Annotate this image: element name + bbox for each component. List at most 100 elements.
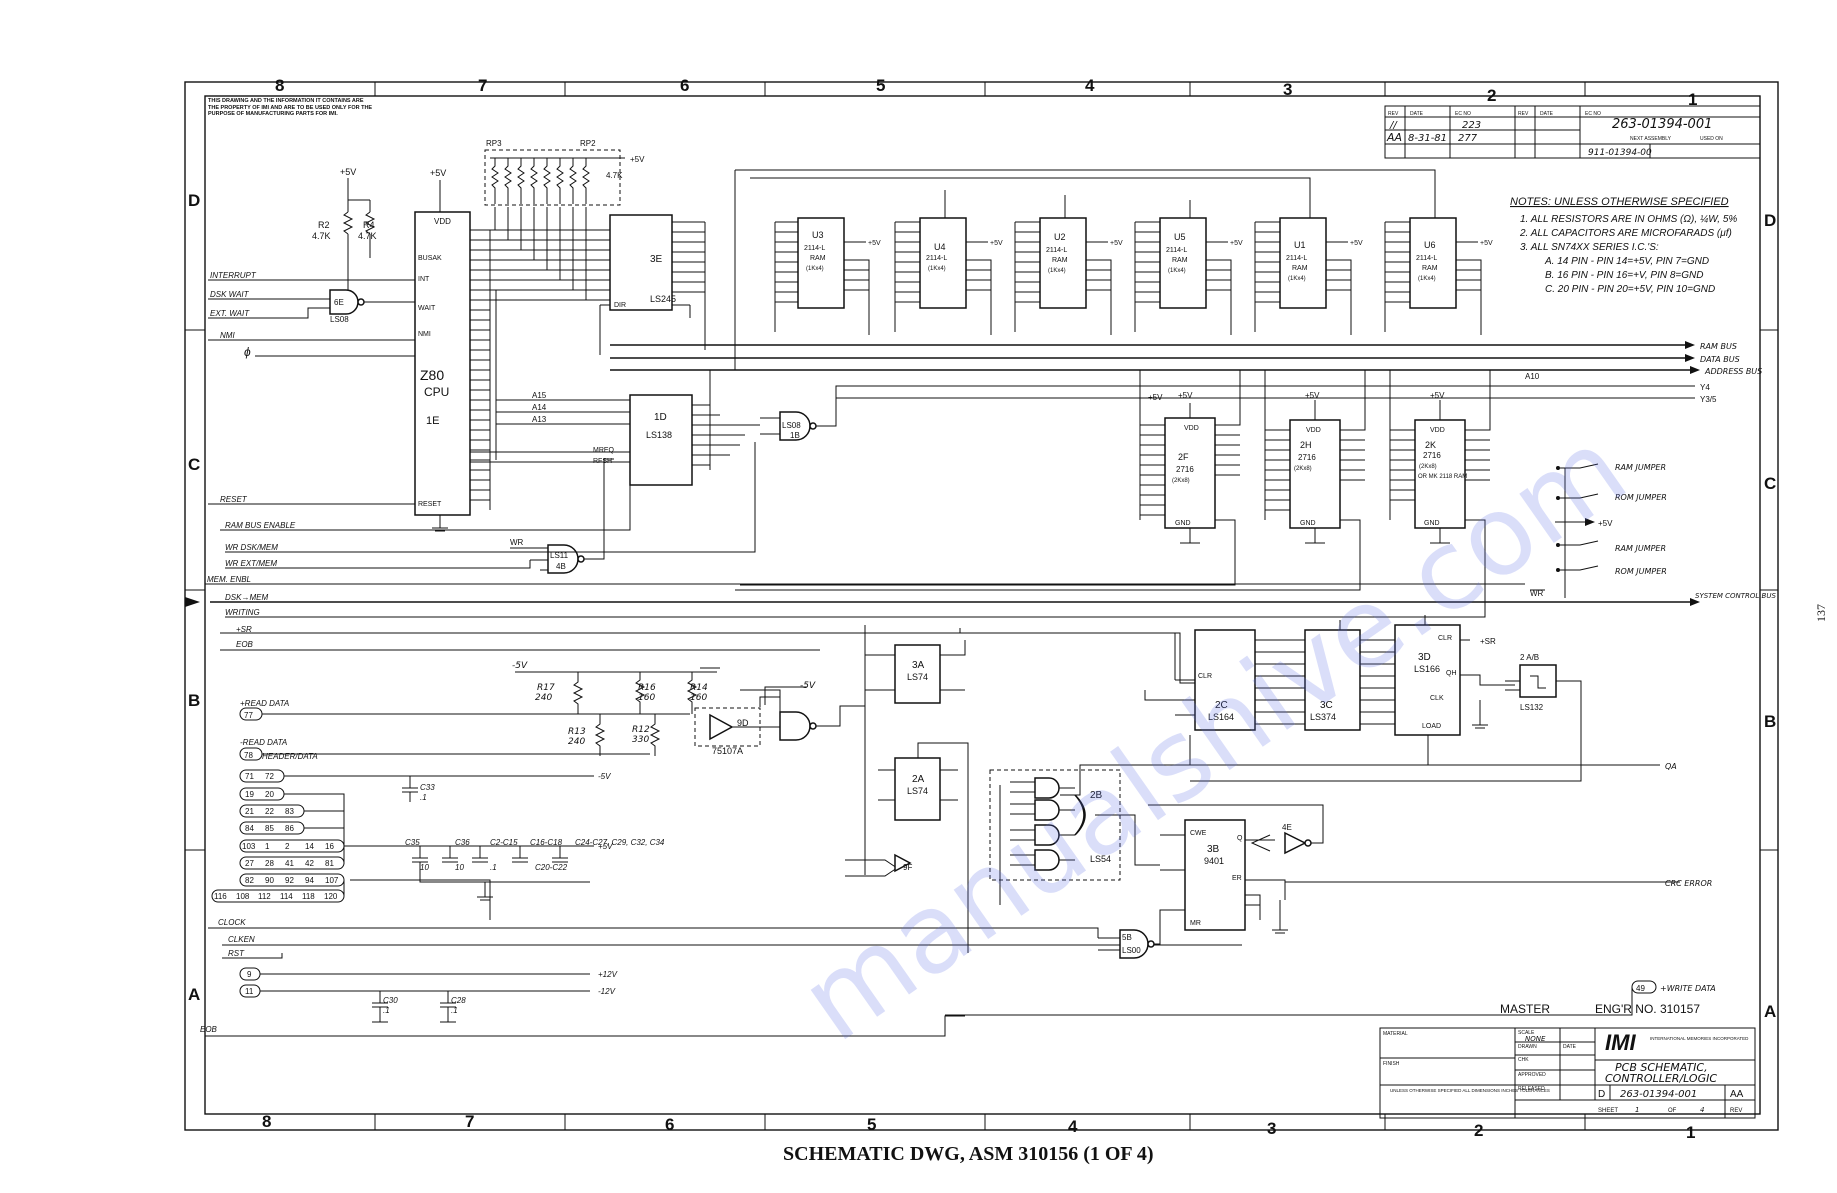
- zone-top-6: 6: [680, 76, 689, 95]
- sig-eob: EOB: [236, 640, 254, 649]
- ram-bank: U3 2114-L RAM (1Kx4) U4 2114-L (1Kx4) U2…: [734, 169, 1493, 370]
- tb-title-2: CONTROLLER/LOGIC: [1605, 1072, 1717, 1085]
- ls132-name: LS132: [1520, 703, 1544, 712]
- sig-phi: ϕ: [244, 345, 251, 359]
- svg-text:DIR: DIR: [614, 302, 626, 309]
- gate-4b-ls11: LS11 4B WR: [510, 458, 614, 574]
- power-connectors: 71 72 19 20 21 22 83 84 85 86 103 1 2 14…: [211, 769, 665, 1023]
- sig-reset: RESET: [220, 495, 248, 504]
- svg-text:(2Kx8): (2Kx8): [1419, 464, 1437, 470]
- rev-header-date2: DATE: [1540, 111, 1554, 117]
- svg-text:(2Kx8): (2Kx8): [1294, 466, 1312, 472]
- rev-next-assembly-label: NEXT ASSEMBLY: [1630, 136, 1672, 142]
- svg-text:U6: U6: [1424, 240, 1436, 250]
- svg-text:16: 16: [325, 842, 334, 851]
- ls00-loc: 5B: [1122, 933, 1132, 942]
- svg-text:14: 14: [305, 842, 314, 851]
- svg-text:+5V: +5V: [1230, 240, 1243, 247]
- ls166-name: LS166: [1414, 664, 1440, 674]
- tb-sheet-value: 1: [1635, 1106, 1639, 1114]
- ls08-1b-name: LS08: [782, 421, 801, 430]
- svg-text:10: 10: [455, 863, 464, 872]
- tb-drawn-label: DRAWN: [1518, 1044, 1537, 1050]
- svg-text:C2-C15: C2-C15: [490, 838, 518, 847]
- sig-ext-wait: EXT. WAIT: [210, 309, 250, 318]
- sig-minus-read-data: -READ DATA: [240, 738, 287, 747]
- svg-text:(1Kx4): (1Kx4): [1288, 276, 1306, 282]
- drawing-caption: SCHEMATIC DWG, ASM 310156 (1 OF 4): [783, 1143, 1154, 1165]
- svg-text:C24-C27, C29, C32, C34: C24-C27, C29, C32, C34: [575, 838, 665, 847]
- a10-label: A10: [1525, 372, 1540, 381]
- svg-text:OR MK 2118 RAM: OR MK 2118 RAM: [1418, 474, 1467, 480]
- svg-text:72: 72: [265, 772, 274, 781]
- rev-row2-ec: 277: [1458, 133, 1478, 144]
- zone-bottom-1: 1: [1686, 1123, 1695, 1142]
- svg-text:28: 28: [265, 859, 274, 868]
- rev-header-ecno: EC NO: [1455, 111, 1471, 117]
- svg-text:2K: 2K: [1425, 440, 1436, 450]
- svg-text:2114-L: 2114-L: [1046, 247, 1067, 254]
- zone-labels-bottom: 8 7 6 5 4 3 2 1: [262, 1112, 1695, 1142]
- rom-2h: VDD 2H 2716 (2Kx8) GND: [1289, 419, 1341, 529]
- rev-row1-rev: //: [1389, 120, 1398, 131]
- svg-text:C20-C22: C20-C22: [535, 863, 568, 872]
- ram-u5: U5 2114-L RAM (1Kx4): [1159, 217, 1207, 309]
- r13-value: 240: [568, 737, 585, 747]
- zone-bottom-2: 2: [1474, 1121, 1483, 1140]
- svg-text:2114-L: 2114-L: [1166, 247, 1187, 254]
- svg-text:19: 19: [245, 790, 254, 799]
- svg-text:27: 27: [245, 859, 254, 868]
- svg-text:(1Kx4): (1Kx4): [806, 266, 824, 272]
- zone-bottom-8: 8: [262, 1112, 271, 1131]
- sig-writing: WRITING: [225, 608, 260, 617]
- eng-number: ENG'R NO. 310157: [1595, 1002, 1700, 1016]
- ls54-name: LS54: [1090, 854, 1111, 864]
- svg-text:A14: A14: [532, 403, 547, 412]
- ls11-name: LS11: [550, 551, 569, 560]
- svg-text:+5V: +5V: [990, 240, 1003, 247]
- svg-text:U5: U5: [1174, 232, 1186, 242]
- minus5-label-read: -5V: [512, 661, 528, 671]
- svg-text:20: 20: [265, 790, 274, 799]
- inner-border: [204, 95, 1761, 1115]
- svg-text:+5V: +5V: [1178, 391, 1193, 400]
- page-side-number: 137: [1814, 604, 1828, 622]
- r4-label: R4: [363, 220, 375, 230]
- svg-text:U2: U2: [1054, 232, 1066, 242]
- crc-name: 9401: [1204, 856, 1224, 866]
- zone-bottom-4: 4: [1068, 1117, 1078, 1136]
- svg-text:C35: C35: [405, 838, 420, 847]
- svg-text:(2Kx8): (2Kx8): [1172, 478, 1190, 484]
- address-bus-label: ADDRESS BUS: [1704, 367, 1762, 376]
- tb-size: D: [1598, 1089, 1605, 1100]
- zone-bottom-7: 7: [465, 1112, 474, 1131]
- svg-text:WR: WR: [510, 538, 524, 547]
- svg-text:U4: U4: [934, 242, 946, 252]
- svg-text:84: 84: [245, 824, 254, 833]
- rp3-label: RP3: [486, 139, 502, 148]
- ff-2a-name: LS74: [907, 786, 928, 796]
- rev-header-date: DATE: [1410, 111, 1424, 117]
- rom-2k: VDD 2K 2716 (2Kx8) OR MK 2118 RAM GND: [1414, 419, 1467, 529]
- minus5-label-recv: -5V: [800, 681, 816, 691]
- ls132-loc: 2 A/B: [1520, 653, 1539, 662]
- svg-text:CLR: CLR: [1438, 635, 1452, 642]
- svg-text:VDD: VDD: [1184, 425, 1199, 432]
- rp2-label: RP2: [580, 139, 596, 148]
- svg-text:+5V: +5V: [1305, 391, 1320, 400]
- jumper-label-4: ROM JUMPER: [1615, 567, 1667, 576]
- svg-text:A13: A13: [532, 415, 547, 424]
- crc-3b: 3B 9401 CWE Q ER MR 4E: [1148, 804, 1680, 934]
- ls54-loc: 2B: [1090, 790, 1103, 801]
- svg-text:116: 116: [214, 892, 227, 901]
- svg-text:C16-C18: C16-C18: [530, 838, 563, 847]
- right-outputs: QA CRC ERROR 49 +WRITE DATA: [945, 762, 1716, 1016]
- svg-text:CWE: CWE: [1190, 830, 1207, 837]
- tb-rev-label: REV: [1730, 1108, 1742, 1114]
- zone-top-3: 3: [1283, 80, 1292, 99]
- sig-header-data: HEADER/DATA: [262, 752, 318, 761]
- ls08-1b-loc: 1B: [790, 431, 800, 440]
- crc-error-label: CRC ERROR: [1665, 879, 1712, 888]
- sig-rst: RST: [228, 949, 245, 958]
